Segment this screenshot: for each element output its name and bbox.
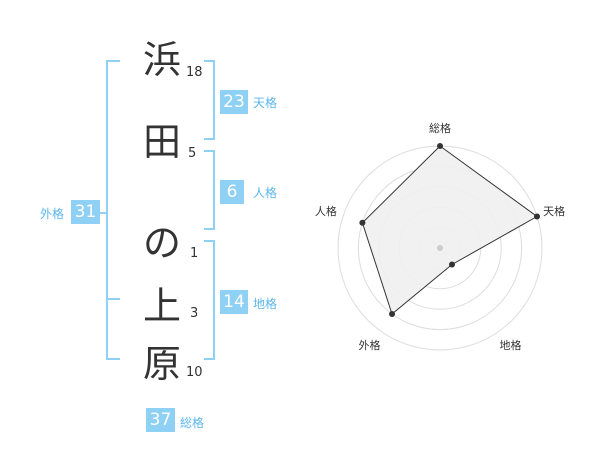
chikaku-label: 地格: [253, 297, 278, 311]
tenkaku-value: 23: [220, 90, 248, 114]
radar-axis-label-4: 外格: [359, 338, 381, 352]
gaikaku-bracket-connector: [95, 212, 106, 214]
gaikaku-label: 外格: [40, 207, 65, 221]
name-char-5: 原: [142, 342, 181, 386]
radar-point-3: [448, 261, 455, 268]
stroke-count-1: 18: [186, 65, 203, 80]
jinkaku-label: 人格: [253, 186, 278, 200]
radar-point-5: [359, 219, 366, 226]
gaikaku-value: 31: [71, 200, 100, 224]
stroke-count-2: 5: [188, 146, 197, 161]
name-char-2: 田: [142, 120, 181, 164]
chikaku-value: 14: [220, 290, 248, 314]
stroke-count-3: 1: [190, 246, 199, 261]
radar-axis-label-1: 総格: [429, 121, 451, 135]
name-char-4: 上: [142, 284, 181, 328]
radar-data-area: [361, 145, 538, 315]
radar-axis-label-2: 天格: [543, 204, 565, 218]
tenkaku-label: 天格: [253, 96, 278, 110]
soukaku-value: 37: [146, 408, 175, 432]
radar-point-4: [389, 311, 396, 318]
gaikaku-bracket: [106, 60, 120, 360]
stroke-count-4: 3: [190, 306, 199, 321]
stroke-count-5: 10: [186, 365, 203, 380]
radar-point-2: [534, 213, 541, 220]
gaikaku-bracket-divider: [106, 298, 120, 300]
chikaku-bracket: [204, 240, 215, 360]
radar-point-1: [437, 143, 443, 149]
name-char-3: の: [142, 221, 181, 265]
radar-axis-label-5: 人格: [315, 204, 337, 218]
radar-axis-label-3: 地格: [500, 338, 522, 352]
radar-points: [359, 143, 541, 318]
jinkaku-bracket: [204, 150, 215, 230]
tenkaku-bracket: [204, 60, 215, 140]
name-char-1: 浜: [142, 38, 181, 82]
radar-center-dot: [437, 245, 443, 251]
jinkaku-value: 6: [220, 180, 244, 204]
soukaku-label: 総格: [180, 416, 205, 430]
